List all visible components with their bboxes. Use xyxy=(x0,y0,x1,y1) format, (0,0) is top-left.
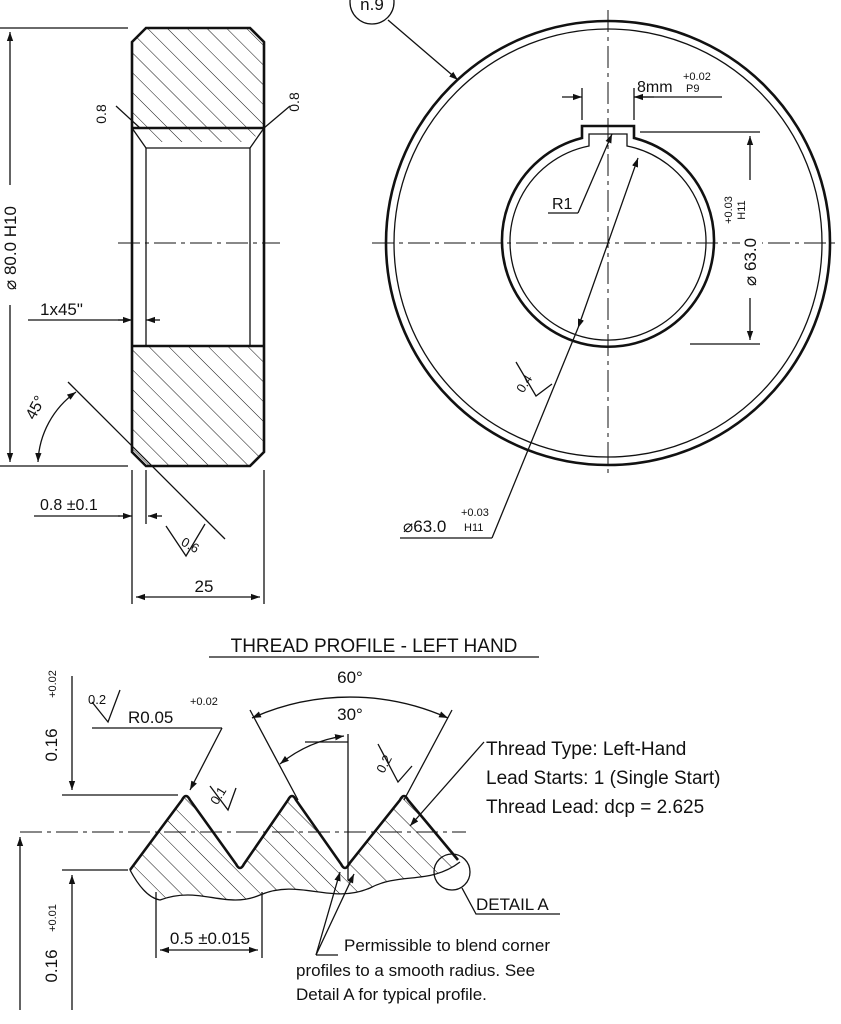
chamfer-left-label: 0.8 xyxy=(93,104,109,124)
height-top-tol: +0.02 xyxy=(47,670,59,698)
height-bot-label: 0.16 xyxy=(42,949,61,982)
height-bot-tol: +0.01 xyxy=(47,904,59,932)
angle-45-label: 45° xyxy=(23,393,49,422)
finish-04-label: 0.4 xyxy=(513,372,535,395)
od-dimension-label: ⌀ 80.0 H10 xyxy=(1,206,20,290)
thread-spec-line-2: Lead Starts: 1 (Single Start) xyxy=(486,768,720,789)
bore-dia-vertical-tol-top: +0.03 xyxy=(723,196,735,224)
bore-dia-lead-tol-top: +0.03 xyxy=(461,507,489,519)
thread-spec-line-3: Thread Lead: dcp = 2.625 xyxy=(486,797,704,818)
radius-label: R0.05 xyxy=(128,708,173,727)
section-view: ⌀ 80.0 H10 0.8 0.8 1x45" 45° 0.8 ±0.1 0.… xyxy=(0,26,302,604)
note-line-1: Permissible to blend corner xyxy=(344,936,550,955)
offset-label: 0.8 ±0.1 xyxy=(40,497,98,514)
bore-dia-vertical-tol-bot: H11 xyxy=(736,200,748,219)
finish-06-label: 0.6 xyxy=(179,534,202,556)
end-view: n.9 8mm +0.02 P9 R1 ⌀ 63.0 +0.03 H11 0.4… xyxy=(349,0,840,539)
radius-tol: +0.02 xyxy=(190,696,218,708)
part-outline xyxy=(130,26,266,468)
thread-body-hatch xyxy=(130,795,460,900)
width-label: 25 xyxy=(195,577,214,596)
detail-a-label: DETAIL A xyxy=(476,895,549,914)
keyway-tol-top: +0.02 xyxy=(683,71,711,83)
r1-label: R1 xyxy=(552,196,573,213)
thread-spec-line-1: Thread Type: Left-Hand xyxy=(486,739,686,760)
bore-dia-lead-label: ⌀63.0 xyxy=(403,517,446,536)
height-top-label: 0.16 xyxy=(42,728,61,761)
bore-with-keyway xyxy=(500,124,716,349)
upper-wall-hatch xyxy=(132,28,264,142)
thread-title: THREAD PROFILE - LEFT HAND xyxy=(231,636,518,657)
note-line-2: profiles to a smooth radius. See xyxy=(296,961,535,980)
pitch-label: 0.5 ±0.015 xyxy=(170,929,250,948)
bore-chamfer-label: 1x45" xyxy=(40,300,83,319)
keyway-label: 8mm xyxy=(637,79,673,96)
finish-02-left-label: 0.2 xyxy=(88,692,106,707)
balloon-label: n.9 xyxy=(360,0,384,14)
chamfer-right-label: 0.8 xyxy=(286,92,302,112)
angle-60-label: 60° xyxy=(337,668,363,687)
angle-30-label: 30° xyxy=(337,705,363,724)
finish-02-right-label: 0.2 xyxy=(373,752,395,775)
note-line-3: Detail A for typical profile. xyxy=(296,985,487,1004)
thread-profile: THREAD PROFILE - LEFT HAND 0.16 +0.02 0.… xyxy=(16,636,720,1010)
keyway-tol-bot: P9 xyxy=(686,83,699,95)
bore-dia-vertical-label: ⌀ 63.0 xyxy=(741,238,760,286)
lower-wall-hatch xyxy=(132,346,264,466)
bore-dia-lead-tol-bot: H11 xyxy=(464,522,483,534)
